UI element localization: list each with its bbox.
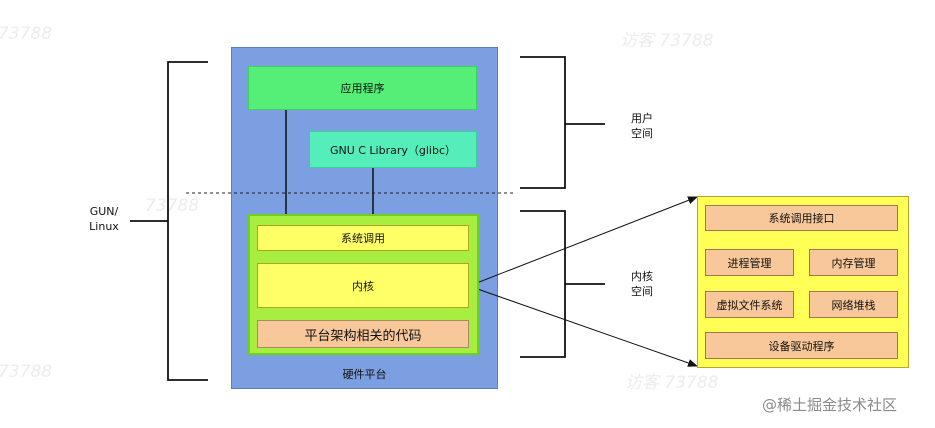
bracket-gnu-linux (167, 61, 208, 381)
kernel-space-label: 内核 空间 (631, 270, 653, 298)
zoom-arrow-top (468, 196, 698, 287)
brand-watermark: @稀土掘金技术社区 (762, 396, 898, 414)
system-call-interface-box: 系统调用接口 (705, 205, 898, 231)
bracket-kernel-space (520, 210, 566, 358)
network-stack-box: 网络堆栈 (809, 291, 898, 318)
gnu-linux-label: GUN/ Linux (89, 205, 119, 233)
glibc-box: GNU C Library（glibc） (309, 131, 477, 168)
user-space-label: 用户 空间 (631, 112, 653, 140)
zoom-arrow-bottom (468, 285, 698, 367)
system-call-box: 系统调用 (257, 225, 469, 251)
memory-management-box: 内存管理 (809, 249, 898, 276)
process-management-box: 进程管理 (705, 249, 794, 276)
arch-code-box: 平台架构相关的代码 (257, 320, 469, 348)
device-drivers-box: 设备驱动程序 (705, 332, 898, 359)
kernel-box: 内核 (257, 263, 469, 308)
virtual-file-system-box: 虚拟文件系统 (705, 291, 794, 318)
hardware-platform-label: 硬件平台 (342, 368, 387, 381)
bracket-user-space (520, 56, 566, 189)
application-box: 应用程序 (248, 66, 477, 110)
